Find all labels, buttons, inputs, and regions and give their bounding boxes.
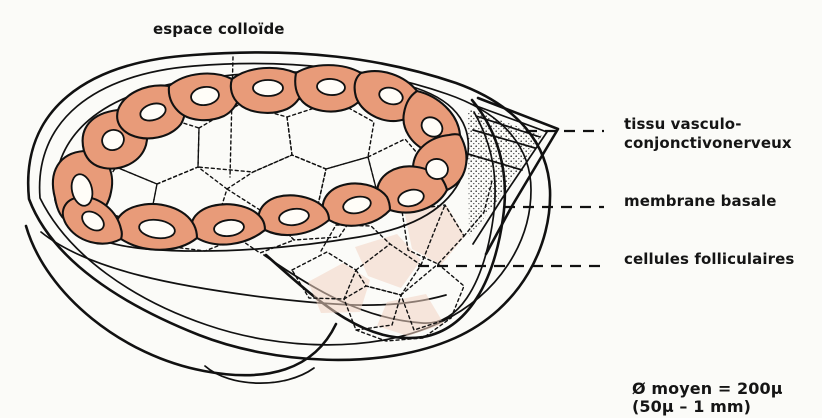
colloid-space-label: espace colloïde — [153, 20, 285, 38]
follicular-cells-label: cellules folliculaires — [624, 250, 794, 268]
diameter-range-label: (50μ – 1 mm) — [632, 397, 751, 416]
basement-membrane-label: membrane basale — [624, 192, 777, 210]
mean-diameter-label: Ø moyen = 200μ — [632, 379, 783, 398]
vasculo-connective-tissue-label-line-1: tissu vasculo- — [624, 115, 742, 133]
epithelial-cell-ring — [53, 65, 468, 251]
vasculo-connective-tissue-label-line-2: conjonctivonerveux — [624, 134, 792, 152]
